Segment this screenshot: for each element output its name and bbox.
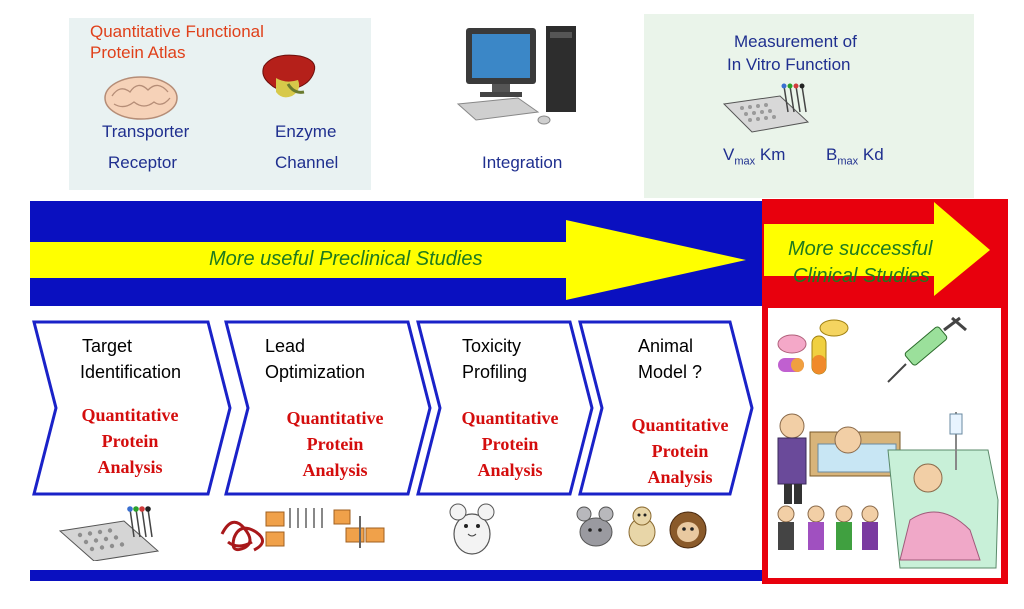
qpa-line1: Quantitative: [286, 408, 384, 428]
qpa-line1: Quantitative: [631, 415, 729, 435]
qpa-target: Quantitative Protein Analysis: [60, 402, 200, 480]
atlas-title-line2: Protein Atlas: [90, 43, 186, 62]
liver-icon: [262, 54, 316, 98]
bmax-subscript: max: [837, 155, 859, 168]
transporter-label: Transporter: [102, 122, 190, 141]
pills-icon: [777, 319, 849, 375]
stage-toxicity-line2: Profiling: [462, 362, 528, 382]
preclinical-arrow: [30, 220, 746, 300]
vmax-base: V: [723, 145, 735, 164]
vmax-subscript: max: [734, 155, 756, 168]
computer-icon: [456, 26, 576, 125]
channel-label: Channel: [275, 153, 339, 172]
measurement-line2: In Vitro Function: [727, 55, 851, 74]
patients-icon: [777, 412, 999, 569]
clinical-text-line1: More successful: [788, 238, 933, 260]
microplate-icon: [58, 506, 160, 561]
stage-target-line1: Target: [82, 336, 133, 356]
qpa-line2: Protein: [651, 441, 709, 461]
qpa-line3: Analysis: [647, 467, 713, 487]
stage-target-line2: Identification: [80, 362, 182, 382]
atlas-title-line1: Quantitative Functional: [90, 22, 264, 41]
brain-icon: [104, 76, 178, 120]
kd-label: Kd: [862, 145, 884, 164]
stage-chevrons: [32, 320, 754, 496]
stage-lead-line2: Optimization: [265, 362, 366, 382]
vmax-km-label: Vmax Km: [723, 145, 785, 167]
receptor-label: Receptor: [108, 153, 177, 172]
qpa-line3: Analysis: [477, 460, 543, 480]
integration-label: Integration: [482, 153, 563, 172]
preclinical-text: More useful Preclinical Studies: [209, 248, 483, 270]
animal-models-icon: [576, 506, 707, 549]
syringe-icon: [887, 316, 967, 383]
qpa-line2: Protein: [101, 431, 159, 451]
qpa-lead: Quantitative Protein Analysis: [265, 405, 405, 483]
stage-toxicity-line1: Toxicity: [462, 336, 522, 356]
bmax-kd-label: Bmax Kd: [826, 145, 884, 167]
stage-lead-line1: Lead: [265, 336, 306, 356]
qpa-line2: Protein: [306, 434, 364, 454]
clinical-text-line2: Clinical Studies: [793, 265, 930, 287]
qpa-line1: Quantitative: [461, 408, 559, 428]
qpa-line1: Quantitative: [81, 405, 179, 425]
measurement-line1: Measurement of: [734, 32, 857, 51]
protein-structure-icon: [220, 508, 385, 552]
qpa-line3: Analysis: [97, 457, 163, 477]
in-vitro-panel: [644, 14, 974, 198]
qpa-animal: Quantitative Protein Analysis: [610, 412, 750, 490]
clinical-arrow: [764, 202, 990, 296]
microplate-pipette-icon: [722, 83, 810, 133]
rat-icon: [449, 503, 495, 555]
stage-animal-line1: Animal: [638, 336, 694, 356]
qpa-line3: Analysis: [302, 460, 368, 480]
bmax-base: B: [826, 145, 838, 164]
stage-animal-line2: Model ?: [638, 362, 703, 382]
enzyme-label: Enzyme: [275, 122, 337, 141]
km-label: Km: [759, 145, 786, 164]
qpa-line2: Protein: [481, 434, 539, 454]
qpa-toxicity: Quantitative Protein Analysis: [440, 405, 580, 483]
